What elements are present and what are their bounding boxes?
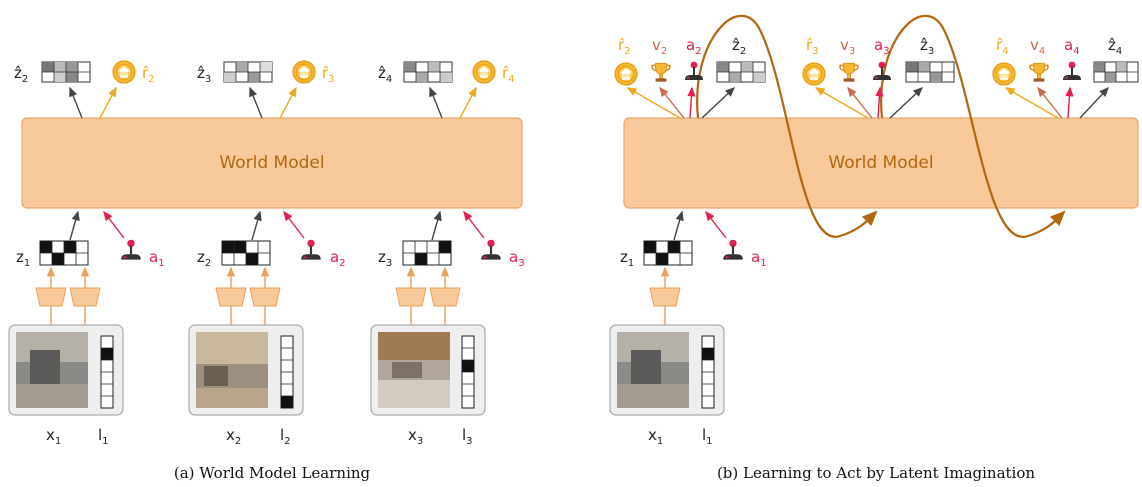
input-column: z2 a2 [188,210,346,447]
grid-state-icon [1093,61,1139,83]
encoder-trapezoid-icon [649,287,681,307]
location-vector-icon [701,335,715,409]
value-label: v2 [652,36,667,57]
grid-state-icon [403,61,453,83]
r-hat-label: r̂4 [502,64,515,85]
z-label: z3 [378,248,392,269]
caption-b: (b) Learning to Act by Latent Imaginatio… [717,464,1035,482]
trophy-icon [839,62,859,83]
action-label: a2 [686,36,702,57]
world-model-label-a: World Model [219,153,324,173]
encoder-trapezoid-icon [395,287,427,307]
output-group: ẑ3 r̂3 [197,60,335,119]
grid-state-icon [39,240,89,266]
input-column: z1 a1 [8,210,165,447]
z-hat-label: ẑ4 [1108,36,1122,57]
location-label: l1 [702,426,713,447]
z-hat-label: ẑ2 [14,64,28,85]
coin-icon [992,62,1016,86]
value-label: v4 [1030,36,1045,57]
output-group: ẑ2 r̂2 [14,60,155,119]
z-label: z1 [16,248,30,269]
world-model-box-a [21,117,523,209]
observation-label: x1 [648,426,663,447]
imagined-output-group: r̂3 v3 a3 ẑ3 [802,36,955,119]
coin-icon [472,60,496,84]
action-label: a2 [330,248,346,269]
output-group: ẑ4 r̂4 [378,60,515,119]
camera-image-icon [196,332,268,408]
panel-b: World Model r̂2 v2 a2 ẑ2 r̂3 [609,14,1139,482]
trophy-icon [651,62,671,83]
r-hat-label: r̂3 [806,36,819,57]
r-hat-label: r̂4 [996,36,1009,57]
encoder-trapezoid-icon [249,287,281,307]
z-hat-label: ẑ2 [732,36,746,57]
camera-image-icon [16,332,88,408]
input-column: z3 a3 [370,210,525,447]
action-label: a1 [149,248,165,269]
r-hat-label: r̂3 [322,64,335,85]
coin-icon [614,62,638,86]
input-column: z1 a1 [609,210,767,447]
action-label: a4 [1064,36,1080,57]
joystick-icon [121,239,141,260]
observation-label: x3 [408,426,423,447]
location-vector-icon [461,335,475,409]
imagined-output-group: r̂2 v2 a2 ẑ2 [614,36,766,119]
grid-state-icon [905,61,955,83]
world-model-label-b: World Model [828,153,933,173]
coin-icon [112,60,136,84]
location-vector-icon [280,335,294,409]
grid-state-icon [716,61,766,83]
caption-a: (a) World Model Learning [174,464,371,482]
coin-icon [292,60,316,84]
observation-label: x1 [46,426,61,447]
location-label: l1 [98,426,109,447]
grid-state-icon [402,240,452,266]
encoder-trapezoid-icon [215,287,247,307]
action-label: a3 [509,248,525,269]
location-label: l3 [462,426,473,447]
imagination-loop-arrow [696,14,878,238]
action-label: a3 [874,36,890,57]
imagined-output-group: r̂4 v4 a4 ẑ4 [992,36,1139,119]
action-label: a1 [751,248,767,269]
camera-image-icon [378,332,450,408]
z-hat-label: ẑ4 [378,64,392,85]
grid-state-icon [223,61,273,83]
z-hat-label: ẑ3 [197,64,211,85]
imagination-loop-arrow [880,14,1066,238]
trophy-icon [1029,62,1049,83]
z-label: z1 [620,248,634,269]
z-hat-label: ẑ3 [920,36,934,57]
joystick-icon [1063,61,1081,80]
grid-state-icon [643,240,693,266]
location-vector-icon [100,335,114,409]
grid-state-icon [41,61,91,83]
r-hat-label: r̂2 [142,64,155,85]
encoder-trapezoid-icon [429,287,461,307]
observation-label: x2 [226,426,241,447]
coin-icon [802,62,826,86]
joystick-icon [873,61,891,80]
r-hat-label: r̂2 [618,36,631,57]
camera-image-icon [617,332,689,408]
value-label: v3 [840,36,855,57]
encoder-trapezoid-icon [69,287,101,307]
joystick-icon [723,239,743,260]
joystick-icon [301,239,321,260]
panel-a: World Model ẑ2 r̂2 ẑ3 [8,60,525,482]
grid-state-icon [221,240,271,266]
location-label: l2 [280,426,291,447]
joystick-icon [481,239,501,260]
z-label: z2 [197,248,211,269]
encoder-trapezoid-icon [35,287,67,307]
